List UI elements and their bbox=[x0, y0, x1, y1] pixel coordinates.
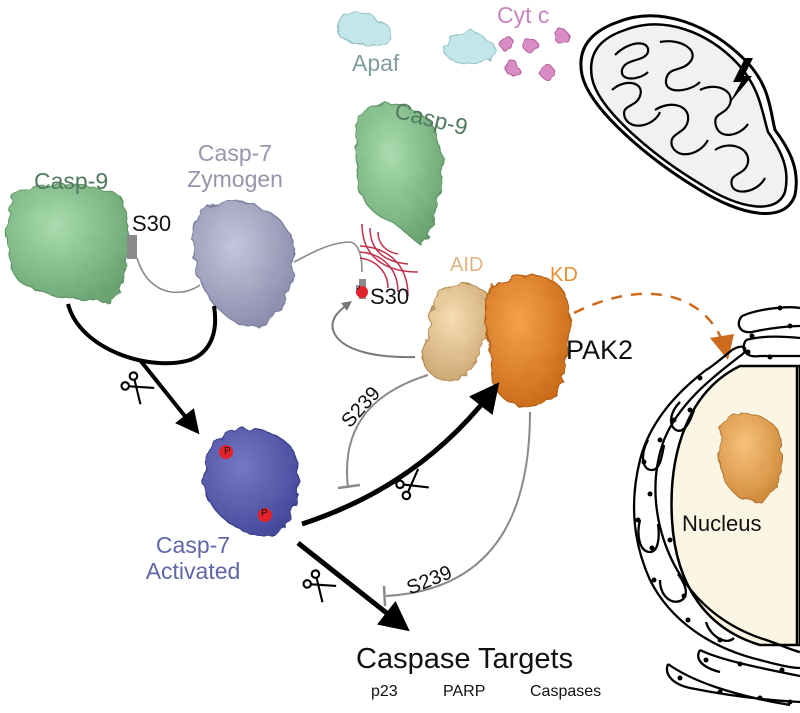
scissors-icon bbox=[393, 467, 430, 503]
mitochondrion-icon bbox=[579, 14, 798, 215]
phospho-marker bbox=[356, 286, 368, 298]
casp9-left-protein bbox=[6, 184, 130, 303]
s239-inhibition-lower bbox=[385, 411, 531, 597]
s30-tag-left bbox=[127, 235, 137, 259]
scissors-icon bbox=[118, 369, 156, 406]
cleavage-arrow-to-pak2 bbox=[301, 382, 500, 527]
target-parp: PARP bbox=[443, 683, 486, 700]
target-p23: p23 bbox=[371, 683, 398, 700]
s239-inhibition-upper bbox=[345, 374, 429, 489]
ribosome-dots bbox=[635, 305, 793, 705]
caspase-targets-label: Caspase Targets bbox=[356, 643, 574, 675]
phospho-marker bbox=[258, 508, 272, 522]
apaf-protein bbox=[336, 11, 497, 65]
cytc-label: Cyt c bbox=[497, 2, 550, 28]
casp7-zymogen-label: Casp-7 Zymogen bbox=[180, 140, 290, 193]
casp7-zymogen-label-line1: Casp-7 bbox=[197, 140, 273, 166]
translocation-arrowhead bbox=[710, 334, 734, 360]
kd-label: KD bbox=[550, 264, 578, 286]
target-caspases: Caspases bbox=[530, 683, 602, 700]
phospho-marker bbox=[219, 445, 233, 459]
cytc-proteins bbox=[498, 28, 569, 80]
cleavage-arrow-to-active bbox=[138, 358, 200, 435]
phospho-label: P bbox=[224, 446, 231, 457]
casp9-top-protein bbox=[355, 104, 443, 245]
casp7-active-label-line1: Casp-7 bbox=[155, 532, 231, 558]
activation-bracket bbox=[66, 303, 218, 366]
nucleus-pak2-protein bbox=[719, 413, 783, 502]
signal-waves bbox=[359, 223, 419, 297]
nucleus-label: Nucleus bbox=[682, 511, 762, 536]
casp7-zymogen-label-line2: Zymogen bbox=[187, 166, 283, 193]
scissors-icon bbox=[300, 567, 338, 604]
phospho-marker-label: P bbox=[356, 286, 361, 292]
casp7-active-label-line2: Activated bbox=[145, 558, 241, 585]
pak2-label: PAK2 bbox=[566, 335, 634, 365]
cleavage-arrow-to-targets bbox=[296, 541, 410, 632]
pak2-phosphorylates-s30-arrow bbox=[331, 300, 416, 359]
casp7-active-label: Casp-7 Activated bbox=[128, 532, 258, 585]
aid-label: AID bbox=[450, 254, 484, 276]
apaf-label: Apaf bbox=[352, 50, 400, 76]
pak2-nuclear-translocation-arrow bbox=[573, 292, 724, 341]
s30-left-label: S30 bbox=[132, 211, 172, 236]
casp7-zymogen-protein bbox=[193, 200, 295, 328]
phospho-label: P bbox=[261, 508, 268, 519]
casp9-left-label: Casp-9 bbox=[34, 168, 109, 194]
s30-right-label: S30 bbox=[370, 284, 410, 309]
casp7-active-protein bbox=[203, 427, 300, 538]
lightning-bolt-icon bbox=[729, 58, 753, 104]
pak2-protein bbox=[421, 274, 571, 407]
